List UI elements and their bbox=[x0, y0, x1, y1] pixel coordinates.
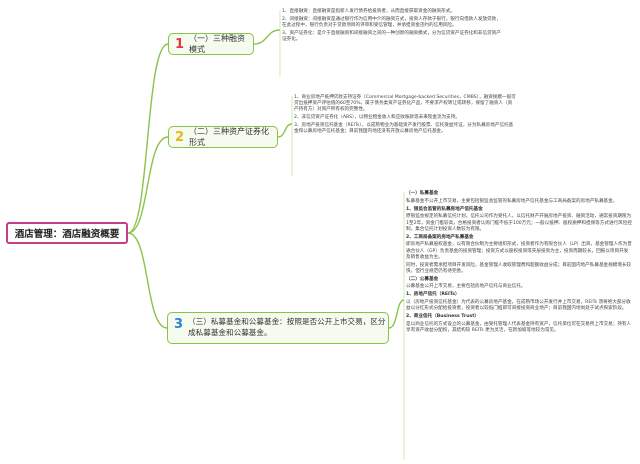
branch-number: 2 bbox=[175, 129, 185, 145]
branch-label: （一）三种融资模式 bbox=[189, 34, 246, 54]
leaf-item: 即房地产私募股权基金，以有限合伙制为主要组织形式，投资者作为有限合伙人（LP）出… bbox=[406, 242, 632, 260]
branch-number: 1 bbox=[175, 36, 185, 52]
leaf-item: 3、房地产投资信托基金（REITs），以成熟物业为基础资产发行股票、信托受益凭证… bbox=[294, 123, 514, 135]
connector-root-branch3 bbox=[127, 232, 168, 329]
leaf-item: 1、商业房地产抵押贷款支持证券（Commercial Mortgage-back… bbox=[294, 95, 516, 113]
leaf-item: 2、间接融资：间接融资是通过银行作为信用中介的融资方式，投资人存款于银行，银行向… bbox=[282, 16, 501, 28]
branch-private-public-funds[interactable]: 3 （三）私募基金和公募基金：按照是否公开上市交易，区分成私募基金和公募基金。 bbox=[167, 312, 389, 344]
leaf-item: 是以商业信托的方式设立的公募基金，由受托管理人代表基金持有资产，信托单位可在交易… bbox=[406, 321, 632, 333]
leaf-item: 公募基金公开上市交易，主要包括房地产信托与商业信托。 bbox=[406, 284, 526, 290]
connector-root-branch2 bbox=[127, 136, 169, 234]
leaf-heading: 2、工商局备案的房地产私募基金 bbox=[406, 234, 474, 240]
leaf-item: 私募基金不公开上市交易，主要包括银监会监管的私募房地产信托基金与工商局备案的房地… bbox=[406, 198, 618, 204]
leaf-private-public-funds: （一）私募基金 私募基金不公开上市交易，主要包括银监会监管的私募房地产信托基金与… bbox=[406, 190, 632, 336]
leaf-heading: 2、商业信托（Business Trust） bbox=[406, 313, 479, 319]
leaf-item: 同时，投资者需承担项目开发风险，基金管理人收取管理费和超额收益分成；目前国内地产… bbox=[406, 262, 632, 274]
leaf-financing-modes: 1、直接融资：直接融资是指新人发行债券给投资者，从而直接获取资金的融资形式。 2… bbox=[282, 9, 502, 45]
leaf-heading: 1、房地产信托（REITs） bbox=[406, 292, 460, 298]
leaf-heading: （二）公募基金 bbox=[406, 276, 439, 282]
leaf-heading: 1、银监会监管的私募房地产信托基金 bbox=[406, 206, 483, 212]
connector-branch3-leaves bbox=[388, 299, 405, 329]
root-node[interactable]: 酒店管理：酒店融资概要 bbox=[6, 222, 128, 244]
connector-root-branch1 bbox=[127, 43, 169, 234]
branch-financing-modes[interactable]: 1 （一）三种融资模式 bbox=[168, 33, 254, 55]
branch-securitization-forms[interactable]: 2 （二）三种资产证券化形式 bbox=[168, 126, 278, 148]
leaf-item: 原银监会规定的私募信托计划，信托公司作为受托人，以信托财产开展房地产投资、融资活… bbox=[406, 214, 632, 232]
leaf-item: 3、资产证券化：是介于直接融资和间接融资之间的一种创新的融资模式，分为信贷资产证… bbox=[282, 30, 501, 42]
connector-branch2-leaves bbox=[277, 123, 293, 138]
branch-label: （二）三种资产证券化形式 bbox=[189, 127, 270, 147]
leaf-item: 以（房地产投资信托基金）为代表的公募房地产基金，在成熟市场公开发行并上市交易，R… bbox=[406, 299, 631, 312]
leaf-item: 2、非信贷资产证券化（ABS），以物业租金收入和应收账款等未来现金流为支持。 bbox=[294, 115, 460, 121]
connector-branch1-leaves bbox=[253, 29, 281, 45]
branch-label: （三）私募基金和公募基金：按照是否公开上市交易，区分成私募基金和公募基金。 bbox=[188, 317, 386, 337]
branch-number: 3 bbox=[174, 317, 184, 332]
leaf-securitization-forms: 1、商业房地产抵押贷款支持证券（Commercial Mortgage-back… bbox=[294, 95, 516, 137]
leaf-item: 1、直接融资：直接融资是指新人发行债券给投资者，从而直接获取资金的融资形式。 bbox=[282, 9, 455, 14]
leaf-heading: （一）私募基金 bbox=[406, 191, 439, 196]
